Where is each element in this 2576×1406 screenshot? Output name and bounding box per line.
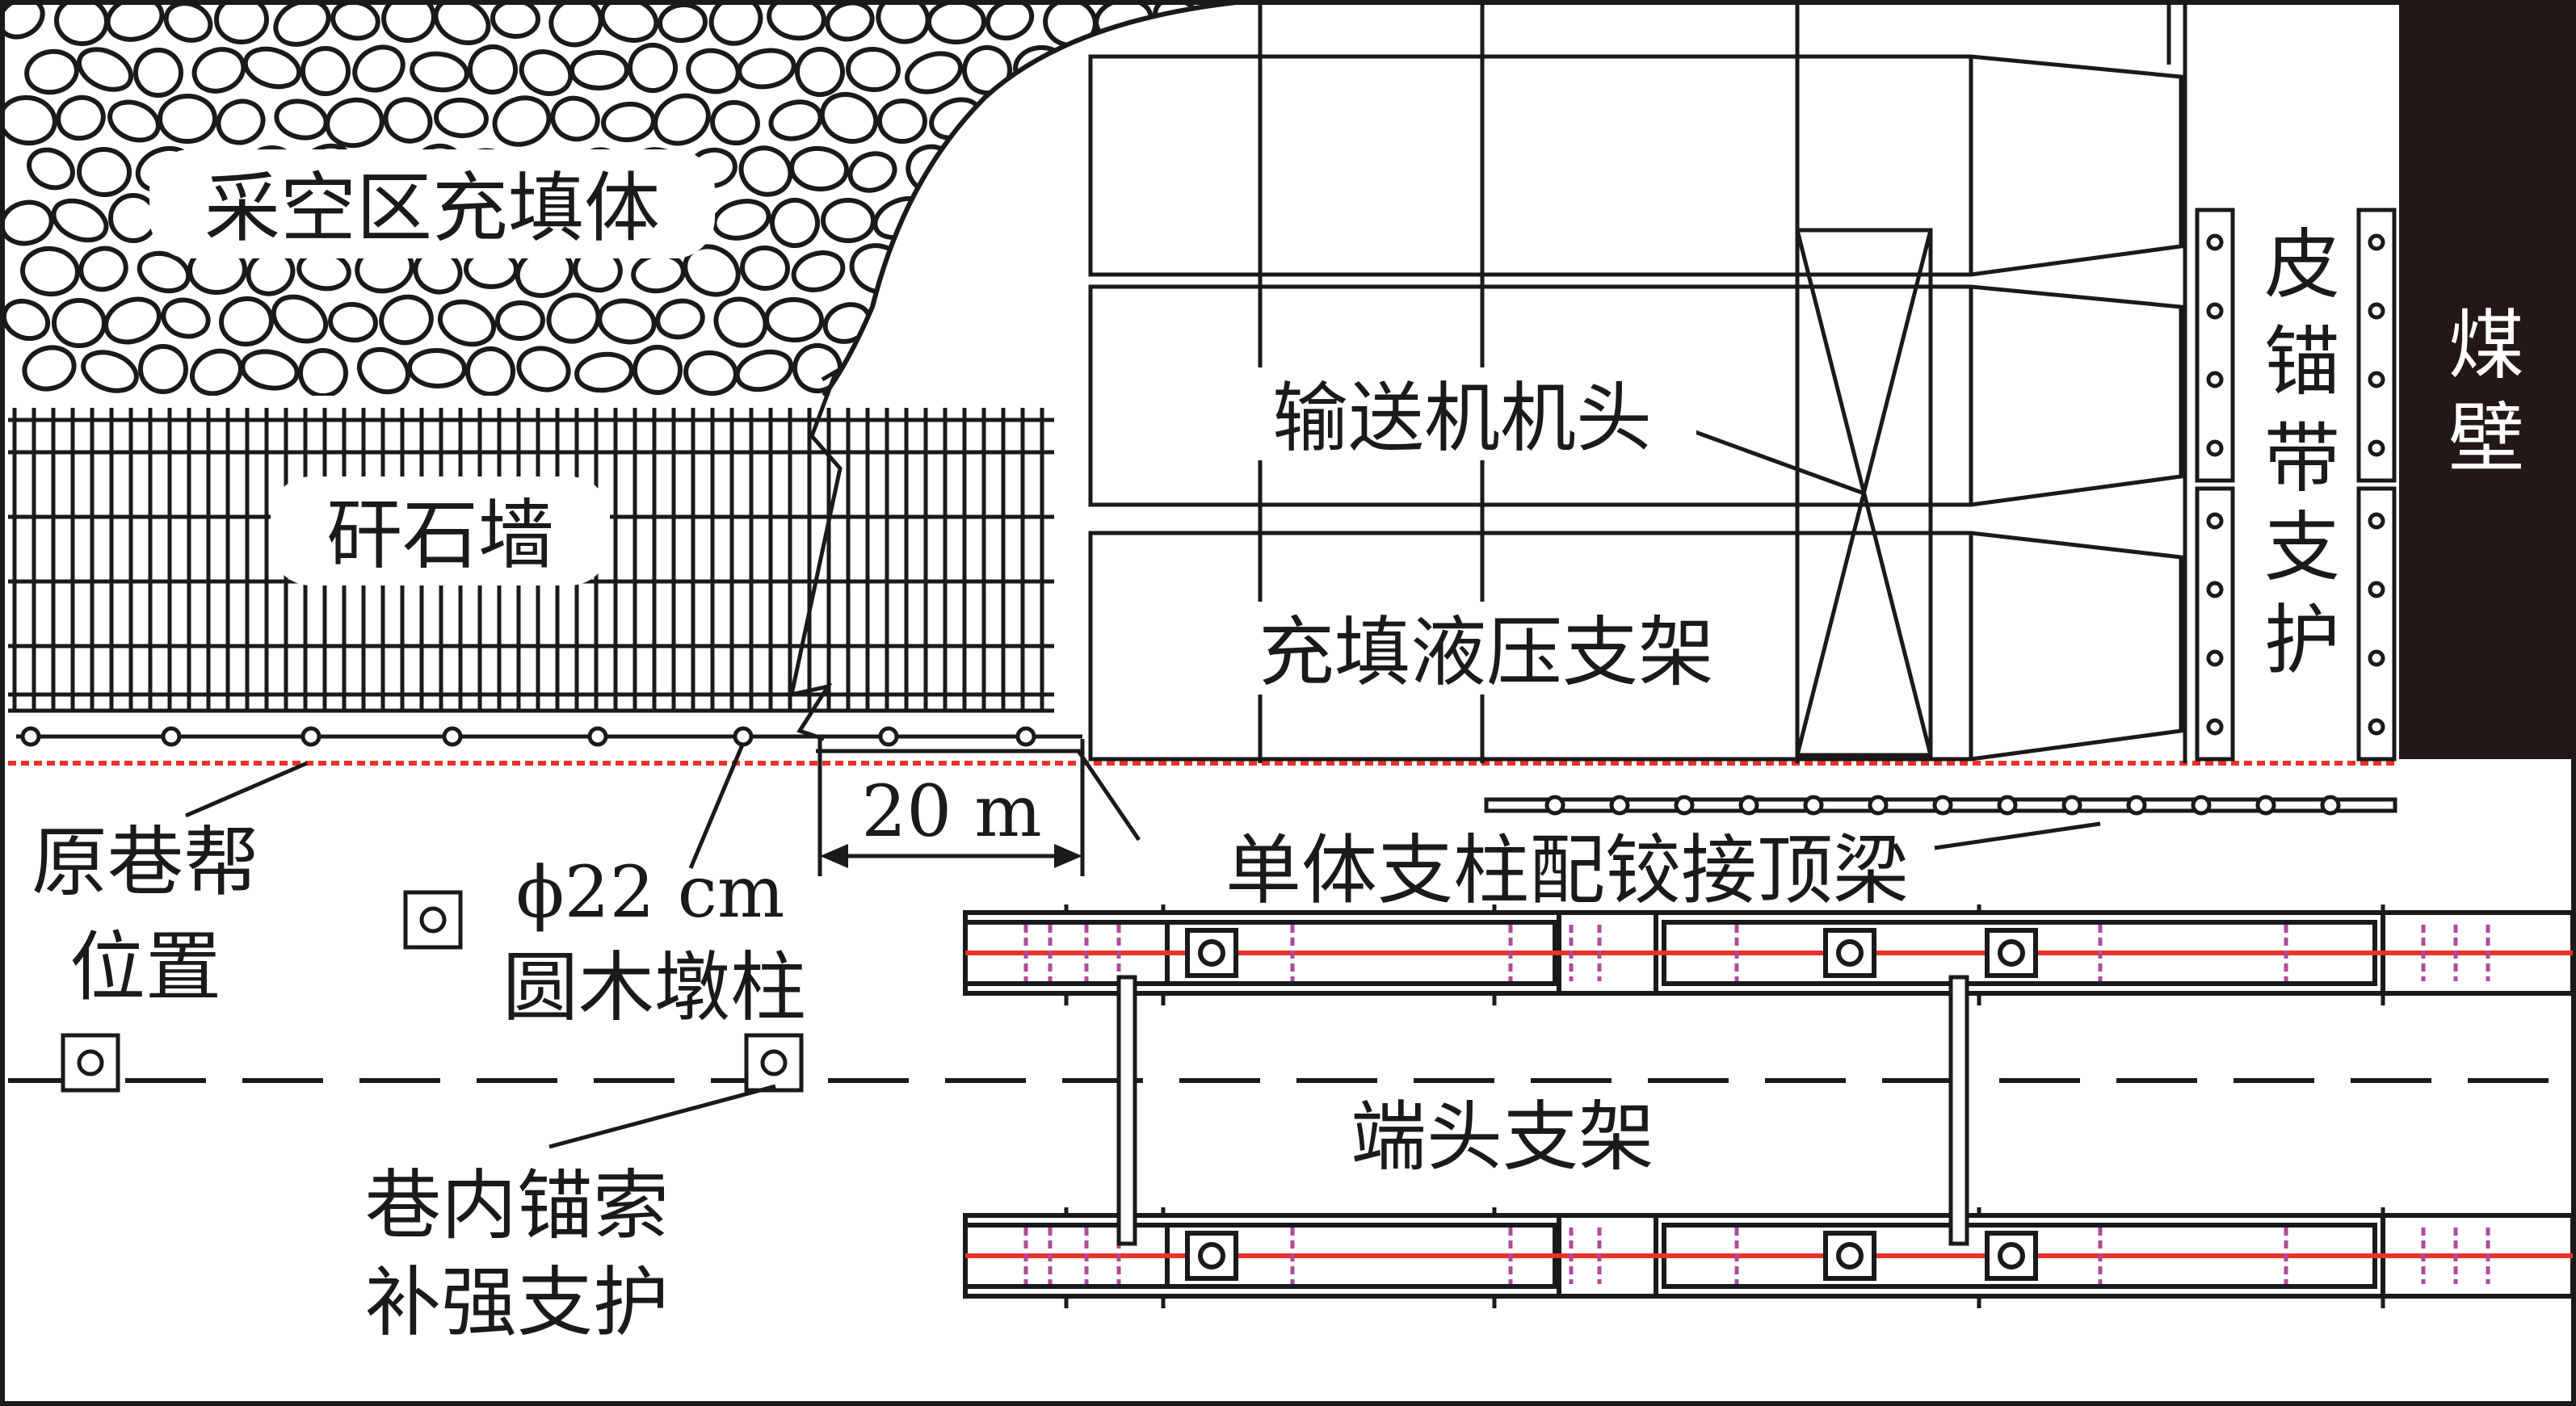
label-coal-wall: 煤 壁 xyxy=(2448,302,2524,483)
label-fill-support: 充填液压支架 xyxy=(1212,602,1761,697)
svg-text:补强支护: 补强支护 xyxy=(365,1259,669,1347)
svg-text:带: 带 xyxy=(2264,415,2340,503)
label-belt-anchor: 皮 锚 带 支 护 xyxy=(2264,221,2340,685)
label-prop-beam: 单体支柱配铰接顶梁 xyxy=(1225,827,1909,915)
svg-text:充填液压支架: 充填液压支架 xyxy=(1259,609,1714,697)
svg-text:采空区充填体: 采空区充填体 xyxy=(204,165,660,253)
end-support-upper xyxy=(963,904,2575,1005)
svg-text:壁: 壁 xyxy=(2448,395,2524,483)
svg-text:皮: 皮 xyxy=(2264,221,2340,309)
label-dim-20m: 20 m xyxy=(861,770,1041,853)
gangue-wall xyxy=(8,408,1054,713)
end-support-lower xyxy=(963,1207,2575,1308)
svg-text:20 m: 20 m xyxy=(861,770,1041,853)
wood-pillar-square xyxy=(403,890,463,950)
svg-text:圆木墩柱: 圆木墩柱 xyxy=(502,944,806,1032)
svg-text:煤: 煤 xyxy=(2448,302,2524,390)
svg-text:端头支架: 端头支架 xyxy=(1351,1093,1654,1181)
svg-text:输送机机头: 输送机机头 xyxy=(1272,375,1652,463)
prop-beam-left xyxy=(16,726,1082,753)
svg-text:ϕ22 cm: ϕ22 cm xyxy=(516,850,785,934)
belt-anchor-strips xyxy=(2195,208,2397,762)
label-original-rib: 原巷帮 位置 xyxy=(32,819,259,1012)
svg-text:锚: 锚 xyxy=(2264,318,2340,406)
leader-lines xyxy=(185,426,2101,1149)
fault-break-line xyxy=(788,367,843,741)
label-gangue-wall: 矸石墙 xyxy=(271,476,610,585)
support-struts xyxy=(1116,975,1969,1246)
svg-text:护: 护 xyxy=(2264,597,2340,685)
anchor-cable-square-mid xyxy=(744,1033,804,1093)
label-wood-pillar: ϕ22 cm 圆木墩柱 xyxy=(502,850,806,1032)
label-end-support: 端头支架 xyxy=(1351,1093,1654,1181)
anchor-cable-square-left xyxy=(61,1033,120,1093)
label-anchor-cable: 巷内锚索 补强支护 xyxy=(365,1162,669,1347)
svg-text:矸石墙: 矸石墙 xyxy=(326,492,554,580)
prop-beam-right xyxy=(1484,795,2397,816)
svg-text:支: 支 xyxy=(2264,504,2340,592)
svg-text:位置: 位置 xyxy=(69,924,221,1012)
svg-text:巷内锚索: 巷内锚索 xyxy=(365,1162,669,1250)
coal-wall xyxy=(2399,0,2576,759)
svg-text:单体支柱配铰接顶梁: 单体支柱配铰接顶梁 xyxy=(1225,827,1909,915)
label-goaf-backfill: 采空区充填体 xyxy=(149,149,715,258)
label-conveyor-head: 输送机机头 xyxy=(1236,367,1696,463)
dimension-20m xyxy=(817,739,1085,876)
goaf-boundary xyxy=(822,0,1261,397)
svg-text:原巷帮: 原巷帮 xyxy=(32,819,259,907)
